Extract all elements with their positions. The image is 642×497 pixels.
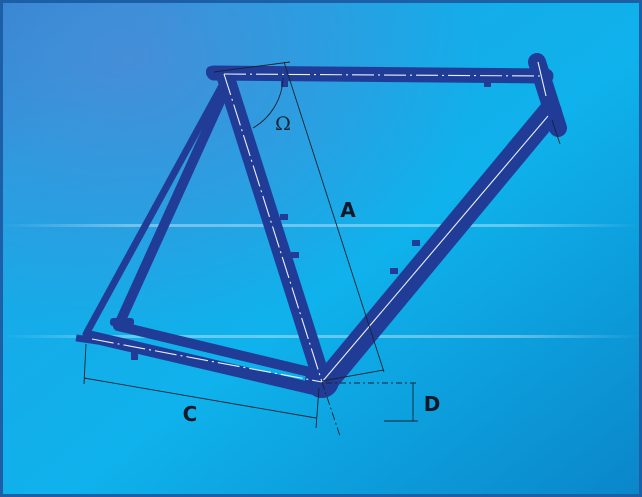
dimension-a-label: A [340, 198, 356, 222]
light-band-lower [0, 335, 642, 338]
bottle-boss-4 [390, 268, 398, 274]
dimension-c-label: C [183, 402, 198, 426]
seat-stay-outer [82, 76, 229, 338]
dimension-labels: Ω A C D [183, 113, 441, 426]
chain-stay-centerline [91, 338, 323, 383]
seat-stay-bridge [110, 318, 134, 326]
dimension-c-line [83, 377, 317, 419]
frame-centerlines [91, 61, 549, 383]
headset-top [530, 58, 544, 72]
dimension-d-label: D [424, 392, 441, 416]
seat-stay-inner [116, 81, 232, 325]
head-axis-extension [551, 119, 561, 145]
bottle-boss-1 [280, 214, 288, 220]
chainstay-boss [131, 352, 138, 360]
frame-details [75, 58, 544, 360]
cable-stop-1 [281, 80, 288, 87]
seat-tube-centerline [223, 73, 323, 383]
dimension-c-tick-left [83, 343, 87, 385]
dimension-a-line [283, 61, 385, 373]
chain-stay-upper [113, 321, 323, 379]
dimension-c-tick-right [315, 387, 320, 429]
angle-label: Ω [275, 113, 291, 135]
head-tube-centerline [537, 61, 547, 97]
down-tube-centerline [321, 115, 549, 383]
angle-arc [252, 77, 284, 129]
light-band-upper [0, 224, 642, 227]
rear-dropout [75, 334, 99, 345]
seat-tube [217, 69, 331, 389]
bottle-boss-3 [412, 240, 420, 246]
seat-tube-extension [213, 61, 291, 73]
top-tube-centerline [223, 73, 541, 77]
dimension-a-tick-bottom [321, 369, 385, 382]
dimension-lines [83, 61, 561, 437]
seat-axis-extension [321, 381, 341, 437]
cable-stop-2 [484, 80, 491, 87]
seat-clamp [206, 66, 232, 78]
bottle-boss-2 [291, 252, 299, 258]
